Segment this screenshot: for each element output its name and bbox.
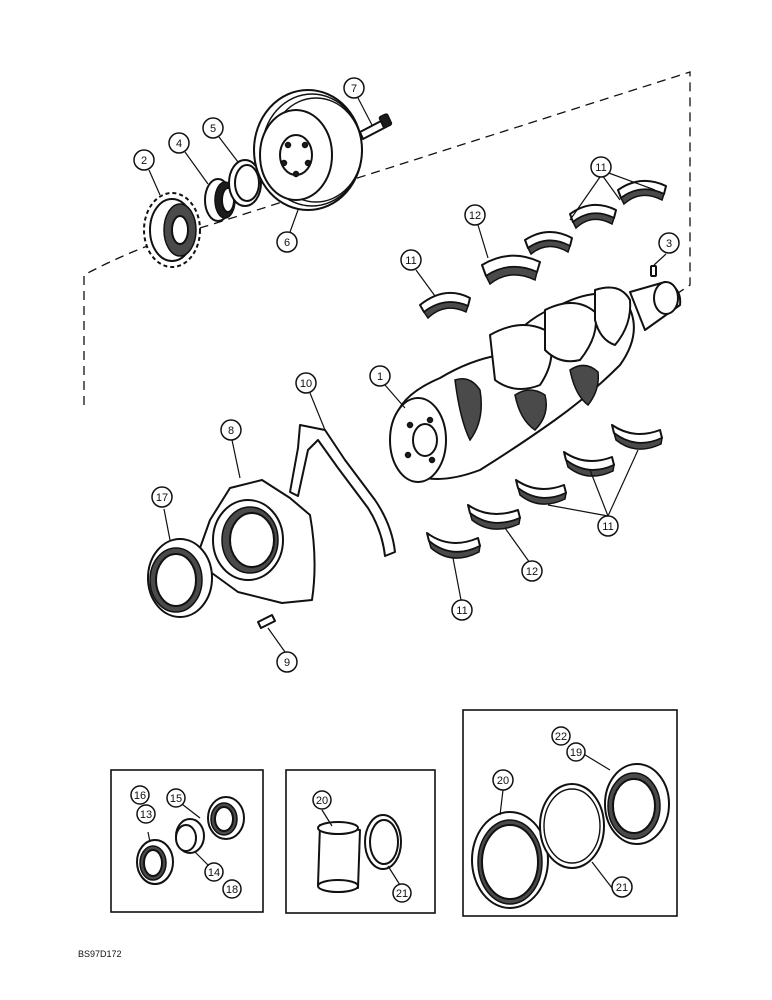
dowel-pin (650, 265, 657, 277)
svg-text:9: 9 (284, 657, 290, 669)
callout-17: 17 (151, 486, 173, 508)
callout-14: 14 (204, 862, 224, 882)
svg-text:12: 12 (469, 210, 481, 222)
svg-text:21: 21 (616, 882, 628, 894)
housing-bolt (257, 614, 276, 629)
seal-kit-box-1 (110, 769, 264, 913)
svg-text:11: 11 (405, 255, 416, 267)
callout-11: 11 (597, 515, 619, 537)
crankshaft (389, 281, 682, 483)
svg-text:19: 19 (570, 747, 582, 759)
callout-19: 19 (566, 742, 586, 762)
svg-text:12: 12 (526, 566, 538, 578)
callout-18: 18 (222, 879, 242, 899)
rear-seal-housing (199, 479, 316, 604)
svg-text:5: 5 (210, 123, 216, 135)
callout-9: 9 (276, 651, 298, 673)
callout-11: 11 (451, 599, 473, 621)
callout-2: 2 (133, 149, 155, 171)
svg-text:22: 22 (555, 731, 567, 743)
crankshaft-pulley (253, 89, 363, 211)
seal-kit-3-parts (471, 763, 670, 909)
svg-text:17: 17 (156, 492, 168, 504)
svg-text:16: 16 (134, 790, 146, 802)
callout-7: 7 (343, 77, 365, 99)
svg-text:14: 14 (208, 867, 220, 879)
figure-code: BS97D172 (78, 949, 122, 959)
callout-4: 4 (168, 132, 190, 154)
callout-12: 12 (464, 204, 486, 226)
svg-text:10: 10 (300, 378, 312, 390)
leader-lines (147, 97, 667, 889)
svg-text:6: 6 (284, 237, 290, 249)
callout-22: 22 (551, 726, 571, 746)
upper-main-bearing-shells (419, 179, 667, 320)
svg-text:1: 1 (377, 371, 383, 383)
svg-text:15: 15 (170, 793, 182, 805)
pulley-bolt (359, 113, 393, 140)
svg-text:11: 11 (595, 162, 606, 174)
lower-main-bearing-shells (426, 424, 663, 559)
crankshaft-gear (143, 192, 201, 268)
svg-text:20: 20 (316, 795, 328, 807)
svg-text:13: 13 (140, 809, 152, 821)
svg-text:2: 2 (141, 155, 147, 167)
front-assembly-dashed-outline (83, 71, 691, 405)
svg-text:3: 3 (666, 238, 672, 250)
callout-5: 5 (202, 117, 224, 139)
callout-6: 6 (276, 231, 298, 253)
callout-1: 1 (369, 365, 391, 387)
callout-10: 10 (295, 372, 317, 394)
seal-kit-2-parts (317, 814, 402, 893)
svg-text:18: 18 (226, 884, 238, 896)
svg-text:4: 4 (176, 138, 182, 150)
callout-21: 21 (611, 876, 633, 898)
callout-3: 3 (658, 232, 680, 254)
callout-20: 20 (492, 769, 514, 791)
seal-ring (228, 159, 262, 207)
seal-kit-box-3 (462, 709, 678, 917)
callout-15: 15 (166, 788, 186, 808)
callout-16: 16 (130, 785, 150, 805)
callout-20: 20 (312, 790, 332, 810)
callout-8: 8 (220, 419, 242, 441)
seal-kit-1-parts (136, 796, 245, 885)
callout-11: 11 (590, 156, 612, 178)
svg-text:21: 21 (396, 888, 408, 900)
svg-text:7: 7 (351, 83, 357, 95)
seal-kit-box-2 (285, 769, 436, 914)
svg-text:20: 20 (497, 775, 509, 787)
callout-11: 11 (400, 249, 422, 271)
svg-text:11: 11 (602, 521, 613, 533)
svg-text:8: 8 (228, 425, 234, 437)
callout-21: 21 (392, 883, 412, 903)
callout-12: 12 (521, 560, 543, 582)
callout-13: 13 (136, 804, 156, 824)
rear-cover-gasket (289, 424, 396, 557)
svg-text:11: 11 (456, 605, 467, 617)
rear-crankshaft-seal (147, 538, 213, 618)
